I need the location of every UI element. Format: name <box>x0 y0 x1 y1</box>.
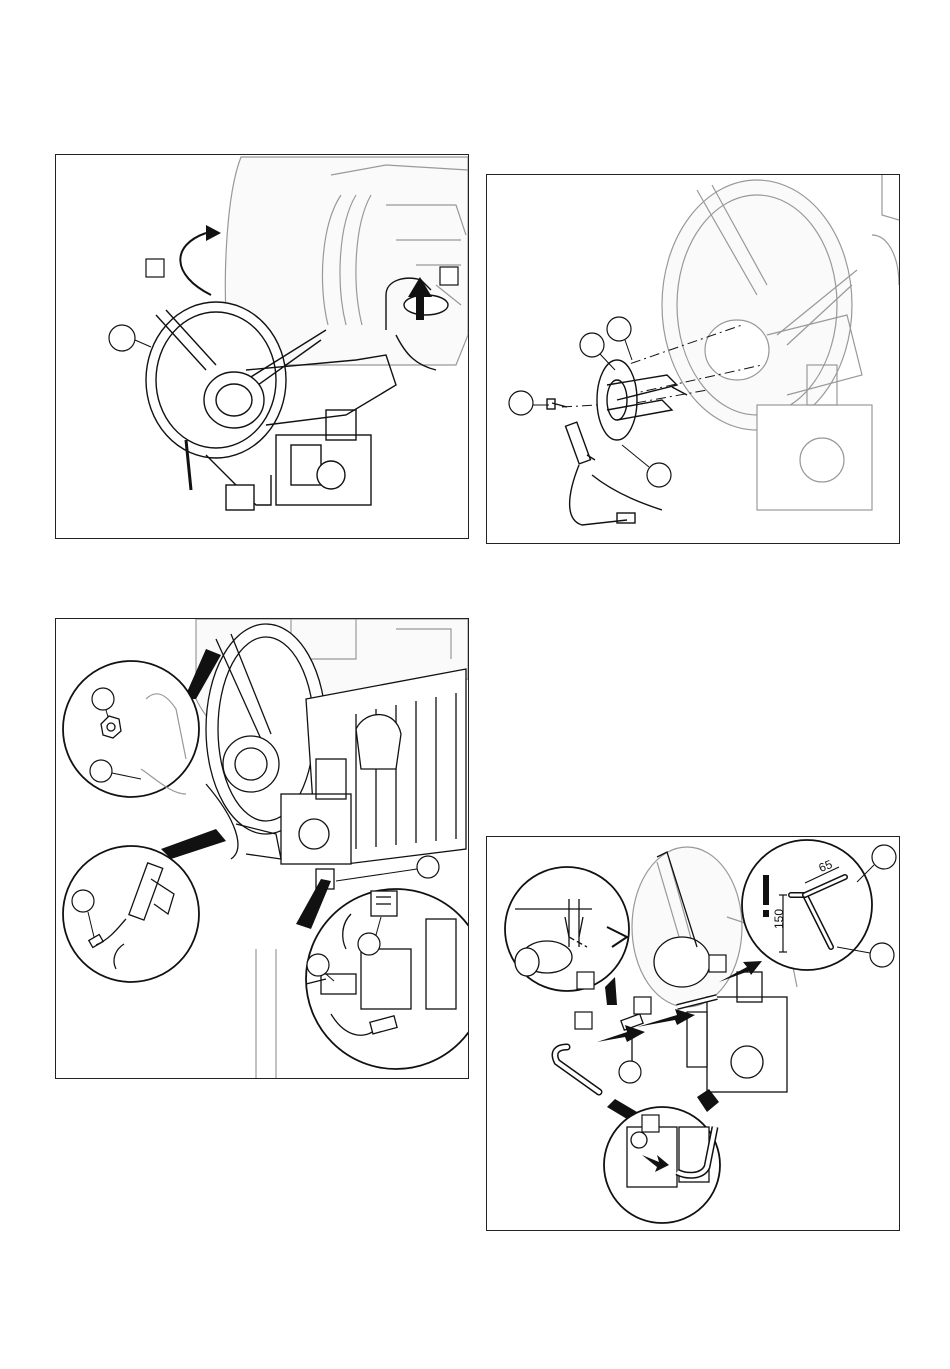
callout-circle-6 <box>307 954 329 976</box>
callout-circle-1 <box>109 325 135 351</box>
callout-box-1 <box>577 972 594 989</box>
callout-circle-1 <box>509 391 533 415</box>
callout-box-3 <box>575 1012 592 1029</box>
warning-symbol <box>763 875 769 917</box>
callout-circle-1 <box>872 845 896 869</box>
callout-box-2 <box>440 267 458 285</box>
callout-box-2 <box>634 997 651 1014</box>
callout-circle-1 <box>92 688 114 710</box>
figure-1-illustration <box>56 155 468 538</box>
figure-panel-2 <box>486 174 900 544</box>
callout-circle-3 <box>72 890 94 912</box>
figure-2-illustration <box>487 175 899 543</box>
figure-panel-3 <box>55 618 469 1079</box>
callout-box-4 <box>709 955 726 972</box>
callout-circle-3 <box>607 317 631 341</box>
callout-box-1 <box>146 259 164 277</box>
figure-4-illustration: 65 150 <box>487 837 899 1230</box>
figure-3-illustration <box>56 619 468 1078</box>
callout-circle-4 <box>417 856 439 878</box>
callout-box-5 <box>642 1115 659 1132</box>
callout-circle-2 <box>90 760 112 782</box>
callout-circle-5 <box>358 933 380 955</box>
callout-circle-4 <box>647 463 671 487</box>
figure-panel-1 <box>55 154 469 539</box>
dimension-label-150: 150 <box>772 909 786 929</box>
callout-circle-3 <box>619 1061 641 1083</box>
callout-circle-2 <box>870 943 894 967</box>
figure-panel-4: 65 150 <box>486 836 900 1231</box>
callout-circle-2 <box>580 333 604 357</box>
